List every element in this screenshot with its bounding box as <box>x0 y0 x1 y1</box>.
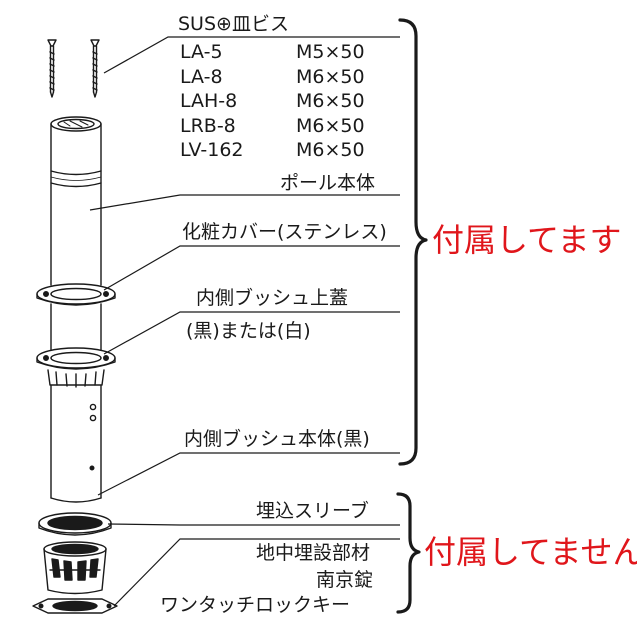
padlock-label: 南京錠 <box>316 569 374 591</box>
underground-parts-label: 地中埋設部材 <box>256 542 371 564</box>
inner-bush-body-label: 内側ブッシュ本体(黒) <box>184 428 370 450</box>
embed-sleeve-drawing <box>38 512 112 536</box>
screw-spec-row: LV-162 M6×50 <box>180 138 365 163</box>
screw-model: LRB-8 <box>180 114 236 137</box>
underground-part-drawing <box>43 541 107 595</box>
screw-spec-row: LAH-8 M6×50 <box>180 89 365 114</box>
inner-bush-cap-label: 内側ブッシュ上蓋 <box>196 287 349 309</box>
pole-body-drawing <box>50 116 102 286</box>
base-plate-drawing <box>32 598 118 614</box>
screw-title: SUS⊕皿ビス <box>178 13 289 35</box>
not-included-label: 付属してません <box>424 533 637 571</box>
screw-size: M6×50 <box>296 139 365 161</box>
cosmetic-cover-label: 化粧カバー(ステンレス) <box>182 221 387 243</box>
inner-bush-cap-color-label: (黒)または(白) <box>186 320 311 342</box>
embed-sleeve-label: 埋込スリーブ <box>256 500 369 522</box>
one-touch-key-label: ワンタッチロックキー <box>160 594 351 616</box>
screw-size: M6×50 <box>296 90 365 112</box>
screw-model: LA-5 <box>180 41 223 63</box>
not-included-brace <box>396 492 421 614</box>
screw-icon-right <box>90 39 100 98</box>
screw-spec-row: LA-5 M5×50 <box>180 40 365 65</box>
screw-model: LA-8 <box>180 65 223 88</box>
screw-size: M6×50 <box>296 114 365 137</box>
screw-spec-row: LA-8 M6×50 <box>180 65 365 90</box>
cosmetic-cover-drawing <box>36 283 116 306</box>
included-brace <box>398 18 428 466</box>
screw-size: M5×50 <box>296 41 365 63</box>
inner-bushing-drawing <box>36 347 116 388</box>
screw-model: LAH-8 <box>180 90 238 112</box>
screw-icon-left <box>47 39 57 98</box>
pole-body-label: ポール本体 <box>280 172 376 194</box>
lower-pole-drawing <box>50 385 102 503</box>
included-label: 付属してます <box>432 221 622 259</box>
screw-model: LV-162 <box>180 139 244 161</box>
screw-size: M6×50 <box>296 65 365 88</box>
screw-spec-row: LRB-8 M6×50 <box>180 114 365 139</box>
leader-lines <box>89 36 400 607</box>
